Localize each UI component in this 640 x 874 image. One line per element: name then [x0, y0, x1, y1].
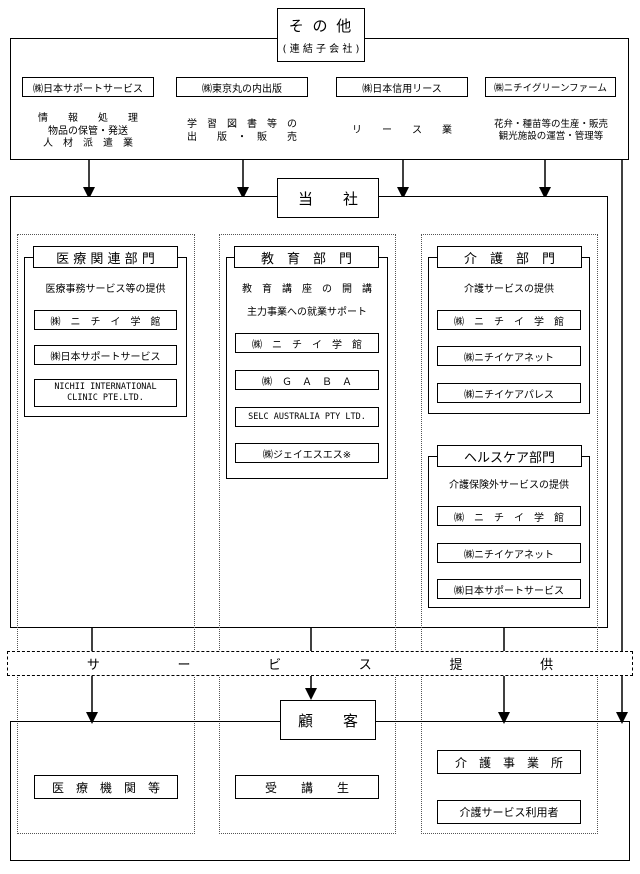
- dept-education-title-text: 教 育 部 門: [260, 251, 352, 267]
- dept-education: [226, 257, 388, 479]
- education-entity-1-label: ㈱ ニ チ イ 学 館: [252, 339, 362, 351]
- company-title-text: 当 社: [297, 189, 358, 208]
- service-char: ス: [358, 658, 372, 673]
- customers-title: 顧 客: [280, 700, 376, 740]
- other-company-4-label: ㈱ニチイグリーンファーム: [494, 83, 607, 94]
- other-title: そ の 他 ( 連 結 子 会 社 ): [277, 8, 365, 62]
- healthcare-entity-2: ㈱ニチイケアネット: [437, 543, 581, 563]
- column-guide-education: [219, 234, 396, 834]
- desc-line: 花弁・種苗等の生産・販売: [493, 119, 608, 130]
- customer-item-1: 医 療 機 関 等: [34, 775, 178, 799]
- service-band: サ ー ビ ス 提 供: [7, 651, 633, 676]
- company-title: 当 社: [277, 178, 379, 218]
- dept-medical-desc: 医療事務サービス等の提供: [45, 284, 166, 295]
- other-subtitle-text: ( 連 結 子 会 社 ): [282, 44, 360, 55]
- dept-education-desc-2: 主力事業への就業サポート: [247, 307, 367, 318]
- dept-medical-title-text: 医 療 関 連 部 門: [56, 251, 155, 267]
- customer-item-3-label: 介 護 事 業 所: [454, 755, 563, 770]
- education-entity-4: ㈱ジェイエスエス※: [235, 443, 379, 463]
- column-guide-care: [421, 234, 598, 834]
- customer-item-3: 介 護 事 業 所: [437, 750, 581, 774]
- dept-care-title: 介 護 部 門: [437, 246, 582, 268]
- care-entity-3: ㈱ニチイケアパレス: [437, 383, 581, 403]
- other-title-text: そ の 他: [288, 17, 354, 35]
- desc-line: 人 材 派 遣 業: [43, 138, 133, 149]
- service-char: ー: [177, 658, 191, 673]
- medical-entity-2: ㈱日本サポートサービス: [34, 345, 177, 365]
- education-entity-3-label: SELC AUSTRALIA PTY LTD.: [248, 412, 366, 422]
- other-company-3: ㈱日本信用リース: [336, 77, 468, 97]
- medical-entity-1: ㈱ ニ チ イ 学 館: [34, 310, 177, 330]
- desc-line: 出 版 ・ 販 売: [187, 131, 297, 143]
- healthcare-entity-1-label: ㈱ ニ チ イ 学 館: [454, 512, 564, 524]
- healthcare-entity-3-label: ㈱日本サポートサービス: [454, 585, 564, 597]
- customer-item-2: 受 講 生: [235, 775, 379, 799]
- education-entity-2: ㈱ Ｇ Ａ Ｂ Ａ: [235, 370, 379, 390]
- customer-item-4-label: 介護サービス利用者: [459, 806, 559, 819]
- customers-title-text: 顧 客: [297, 711, 358, 730]
- dept-education-desc-1: 教 育 講 座 の 開 講: [242, 284, 372, 295]
- medical-entity-3: NICHII INTERNATIONAL CLINIC PTE.LTD.: [34, 379, 177, 407]
- other-company-2-label: ㈱東京丸の内出版: [202, 83, 282, 95]
- medical-entity-1-label: ㈱ ニ チ イ 学 館: [50, 316, 161, 328]
- other-company-1: ㈱日本サポートサービス: [22, 77, 154, 97]
- dept-healthcare-title: ヘルスケア部門: [437, 445, 582, 467]
- other-company-3-desc: リ ー ス 業: [336, 125, 468, 138]
- service-char: ビ: [268, 658, 282, 673]
- medical-entity-3-line2: CLINIC PTE.LTD.: [67, 393, 144, 403]
- education-entity-4-label: ㈱ジェイエスエス※: [262, 449, 352, 461]
- customer-item-1-label: 医 療 機 関 等: [51, 780, 160, 795]
- column-guide-medical: [17, 234, 195, 834]
- care-entity-2-label: ㈱ニチイケアネット: [464, 352, 554, 364]
- desc-line: 学 習 図 書 等 の: [187, 119, 297, 130]
- medical-entity-2-label: ㈱日本サポートサービス: [50, 351, 161, 363]
- medical-entity-3-line1: NICHII INTERNATIONAL: [54, 381, 157, 392]
- desc-line: 物品の保管・発送: [48, 125, 128, 137]
- dept-care-title-text: 介 護 部 門: [463, 251, 555, 267]
- customer-item-4: 介護サービス利用者: [437, 800, 581, 824]
- education-entity-3: SELC AUSTRALIA PTY LTD.: [235, 407, 379, 427]
- other-company-2-desc: 学 習 図 書 等 の 出 版 ・ 販 売: [176, 119, 308, 144]
- other-company-4: ㈱ニチイグリーンファーム: [485, 77, 616, 97]
- customer-item-2-label: 受 講 生: [264, 780, 349, 795]
- care-entity-1-label: ㈱ ニ チ イ 学 館: [454, 316, 564, 328]
- education-entity-2-label: ㈱ Ｇ Ａ Ｂ Ａ: [262, 376, 352, 388]
- healthcare-entity-1: ㈱ ニ チ イ 学 館: [437, 506, 581, 526]
- care-entity-1: ㈱ ニ チ イ 学 館: [437, 310, 581, 330]
- other-company-4-desc: 花弁・種苗等の生産・販売 観光施設の運営・管理等: [482, 119, 620, 143]
- other-company-1-label: ㈱日本サポートサービス: [33, 83, 143, 95]
- desc-line: 情 報 処 理: [38, 113, 138, 124]
- other-company-3-label: ㈱日本信用リース: [362, 83, 442, 95]
- dept-medical-title: 医 療 関 連 部 門: [33, 246, 178, 268]
- service-char: サ: [86, 658, 100, 673]
- desc-line: リ ー ス 業: [352, 125, 452, 136]
- other-company-1-desc: 情 報 処 理 物品の保管・発送 人 材 派 遣 業: [22, 113, 154, 151]
- service-char: 供: [540, 658, 554, 673]
- education-entity-1: ㈱ ニ チ イ 学 館: [235, 333, 379, 353]
- healthcare-entity-2-label: ㈱ニチイケアネット: [464, 549, 554, 561]
- dept-education-title: 教 育 部 門: [234, 246, 379, 268]
- dept-healthcare-desc: 介護保険外サービスの提供: [449, 480, 569, 491]
- other-company-2: ㈱東京丸の内出版: [176, 77, 308, 97]
- care-entity-3-label: ㈱ニチイケアパレス: [464, 389, 554, 401]
- dept-care-desc: 介護サービスの提供: [464, 284, 554, 295]
- healthcare-entity-3: ㈱日本サポートサービス: [437, 579, 581, 599]
- desc-line: 観光施設の運営・管理等: [498, 130, 604, 142]
- care-entity-2: ㈱ニチイケアネット: [437, 346, 581, 366]
- dept-healthcare-title-text: ヘルスケア部門: [463, 450, 555, 466]
- service-char: 提: [449, 658, 463, 673]
